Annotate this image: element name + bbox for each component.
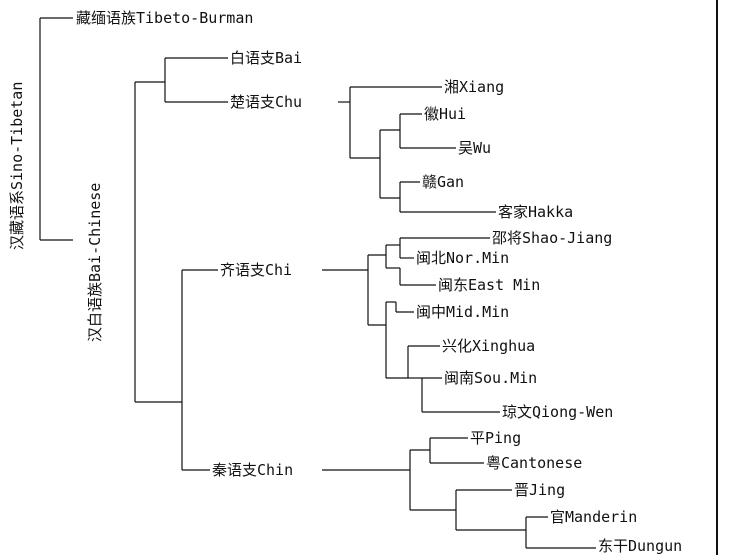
cantonese-label: 粤Cantonese <box>486 454 583 472</box>
dungun-label: 东干Dungun <box>598 537 683 555</box>
chu-label: 楚语支Chu <box>230 93 303 111</box>
tibeto-burman-label: 藏缅语族Tibeto-Burman <box>76 9 254 27</box>
nor-min-label: 闽北Nor.Min <box>416 249 510 267</box>
sino-tibetan-label: 汉藏语系Sino-Tibetan <box>8 81 26 250</box>
chin-label: 秦语支Chin <box>212 461 294 479</box>
ping-label: 平Ping <box>470 429 522 447</box>
xiang-label: 湘Xiang <box>444 78 505 96</box>
sou-min-label: 闽南Sou.Min <box>444 369 538 387</box>
hakka-label: 客家Hakka <box>498 203 574 221</box>
bai-chinese-label: 汉白语族Bai-Chinese <box>86 182 104 342</box>
gan-label: 赣Gan <box>422 173 465 191</box>
mid-min-label: 闽中Mid.Min <box>416 303 510 321</box>
xinghua-label: 兴化Xinghua <box>442 337 536 355</box>
bai-label: 白语支Bai <box>230 49 303 67</box>
east-min-label: 闽东East Min <box>438 276 541 294</box>
chi-label: 齐语支Chi <box>220 261 293 279</box>
manderin-label: 官Manderin <box>550 508 638 526</box>
hui-label: 徽Hui <box>424 105 467 123</box>
qiong-wen-label: 琼文Qiong-Wen <box>502 403 614 421</box>
jing-label: 晋Jing <box>514 481 566 499</box>
wu-label: 吴Wu <box>458 139 492 157</box>
shao-jiang-label: 邵将Shao-Jiang <box>492 229 613 247</box>
